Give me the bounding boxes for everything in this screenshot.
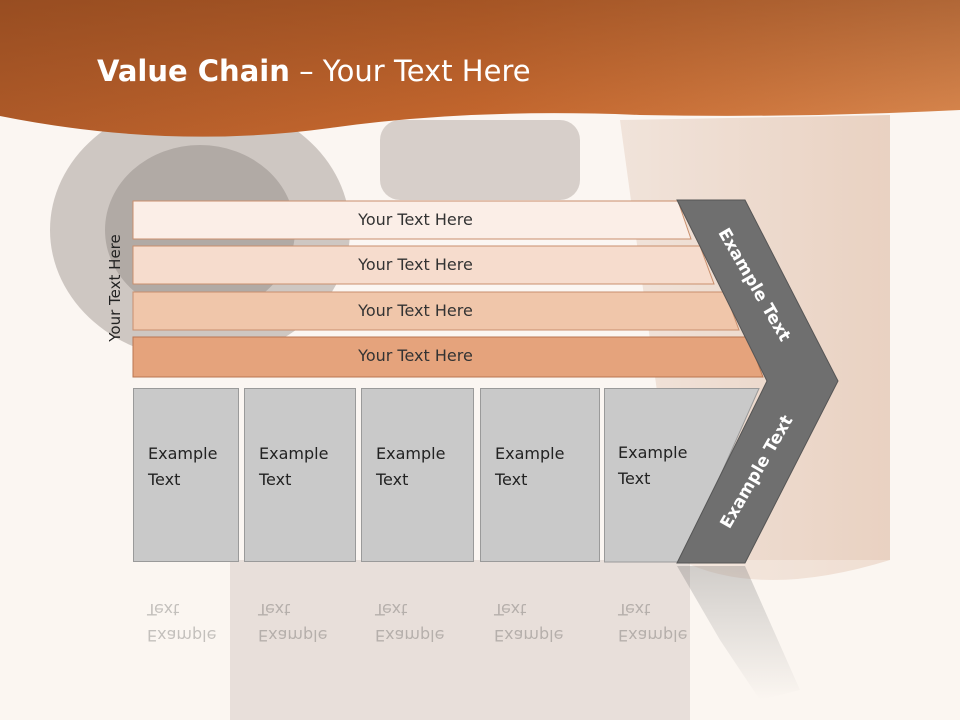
title-bold: Value Chain xyxy=(97,54,290,88)
band-2-label: Your Text Here xyxy=(358,255,473,274)
slide-title: Value Chain – Your Text Here xyxy=(97,54,531,88)
activity-box-1: Example Text xyxy=(133,388,239,562)
title-rest: – Your Text Here xyxy=(289,54,531,88)
activity-box-4: Example Text xyxy=(480,388,600,562)
band-4-label: Your Text Here xyxy=(358,346,473,365)
activity-box-3-label: Example Text xyxy=(376,444,446,489)
band-1-label: Your Text Here xyxy=(358,210,473,229)
activity-box-4-label: Example Text xyxy=(495,444,565,489)
band-3-label: Your Text Here xyxy=(358,301,473,320)
title-bar xyxy=(0,0,960,137)
activity-box-1-label: Example Text xyxy=(148,444,218,489)
activity-box-3: Example Text xyxy=(361,388,474,562)
activity-box-2: Example Text xyxy=(244,388,356,562)
activity-box-5: Example Text xyxy=(604,388,714,562)
activity-box-2-label: Example Text xyxy=(259,444,329,489)
activity-box-5-label: Example Text xyxy=(618,443,688,488)
